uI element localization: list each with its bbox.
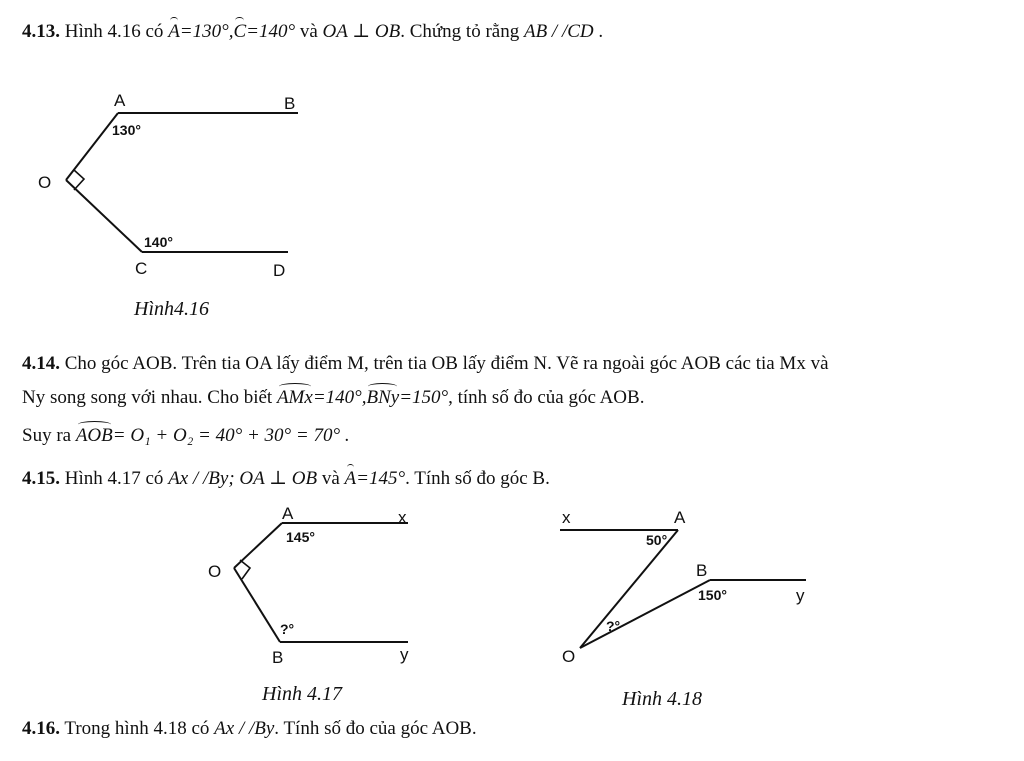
angle-label-top: 130° xyxy=(112,122,141,138)
problem-4-16: 4.16. Trong hình 4.18 có Ax / /By. Tính … xyxy=(22,718,477,740)
problem-text: Hình 4.16 có xyxy=(64,21,164,42)
angle-aob: AOB xyxy=(75,421,113,446)
angle-label-bottom: ?° xyxy=(280,621,294,637)
label-y: y xyxy=(400,645,409,664)
problem-4-14-line2: Ny song song với nhau. Cho biết AMx=140°… xyxy=(22,383,645,409)
problem-4-13: 4.13. Hình 4.16 có A=130°,C=140° và OA ⊥… xyxy=(22,17,604,43)
problem-text: , tính số đo của góc AOB. xyxy=(448,387,645,408)
label-x: x xyxy=(562,508,571,527)
label-o: O xyxy=(562,647,575,666)
math: =145° xyxy=(356,468,406,489)
label-a: A xyxy=(282,504,294,523)
label-b: B xyxy=(696,561,707,580)
math: = O₁ + O₂ = 40° + 30° = 70° . xyxy=(112,425,350,446)
angle-label-a: 50° xyxy=(646,532,667,548)
label-y: y xyxy=(796,586,805,605)
math: OA ⊥ OB xyxy=(322,21,401,42)
angle-amx: AMx xyxy=(276,383,313,408)
figure-4-18: x A B y O 50° 150° ?° xyxy=(550,500,820,675)
angle-bny: BNy xyxy=(366,383,400,408)
math: Ax / /By; OA ⊥ OB xyxy=(168,468,318,489)
problem-number: 4.16. xyxy=(22,718,60,739)
angle-a: A xyxy=(344,464,357,489)
problem-text: . Chứng tỏ rằng xyxy=(400,21,520,42)
label-o: O xyxy=(38,173,51,192)
problem-4-14-line3: Suy ra AOB= O₁ + O₂ = 40° + 30° = 70° . xyxy=(22,421,350,447)
math: =140° xyxy=(246,21,296,42)
problem-number: 4.15. xyxy=(22,468,60,489)
label-b: B xyxy=(284,94,295,113)
label-b: B xyxy=(272,648,283,667)
angle-label-bottom: 140° xyxy=(144,234,173,250)
problem-number: 4.14. xyxy=(22,353,60,374)
problem-text: . Tính số đo của góc AOB. xyxy=(274,718,477,739)
problem-text: và xyxy=(321,468,340,489)
problem-text: Ny song song với nhau. Cho biết xyxy=(22,387,273,408)
angle-c: C xyxy=(233,17,247,42)
caption-4-16: Hình4.16 xyxy=(134,298,209,320)
label-x: x xyxy=(398,508,407,527)
label-c: C xyxy=(135,259,147,278)
angle-label-top: 145° xyxy=(286,529,315,545)
problem-text: . Tính số đo góc B. xyxy=(405,468,550,489)
figure-4-16: A B O C D 130° 140° xyxy=(20,80,320,290)
problem-text: Cho góc AOB. Trên tia OA lấy điểm M, trê… xyxy=(64,353,829,374)
label-a: A xyxy=(114,91,126,110)
math: Ax / /By xyxy=(214,718,275,739)
label-o: O xyxy=(208,562,221,581)
problem-text: Trong hình 4.18 có xyxy=(64,718,210,739)
angle-label-o: ?° xyxy=(606,618,620,634)
problem-4-15: 4.15. Hình 4.17 có Ax / /By; OA ⊥ OB và … xyxy=(22,464,550,490)
math: =150° xyxy=(399,387,449,408)
problem-text: Suy ra xyxy=(22,425,72,446)
problem-text: Hình 4.17 có xyxy=(64,468,164,489)
angle-label-b: 150° xyxy=(698,587,727,603)
caption-4-18: Hình 4.18 xyxy=(622,688,702,710)
figure-4-17: A x O B y 145° ?° xyxy=(196,500,426,675)
problem-4-14-line1: 4.14. Cho góc AOB. Trên tia OA lấy điểm … xyxy=(22,353,829,375)
math: =140°, xyxy=(312,387,367,408)
caption-4-17: Hình 4.17 xyxy=(262,683,342,705)
problem-text: và xyxy=(299,21,318,42)
math: AB / /CD xyxy=(523,21,594,42)
problem-number: 4.13. xyxy=(22,21,60,42)
label-d: D xyxy=(273,261,285,280)
math: =130°, xyxy=(179,21,234,42)
problem-text: . xyxy=(598,21,604,42)
angle-a: A xyxy=(168,17,180,42)
label-a: A xyxy=(674,508,686,527)
